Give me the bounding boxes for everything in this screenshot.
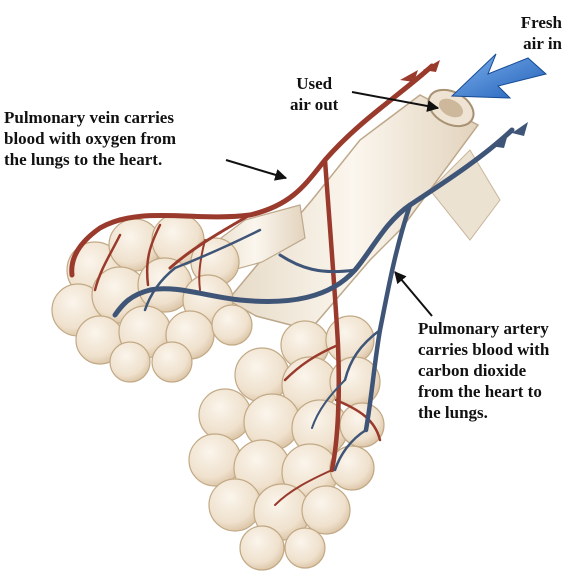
used-air-label-line: Used	[290, 73, 338, 94]
pulmonary-artery-label-line: the lungs.	[418, 402, 549, 423]
fresh-air-label: Fresh air in	[521, 12, 562, 54]
pulmonary-artery-label-line: Pulmonary artery	[418, 318, 549, 339]
pulmonary-vein-label-line: Pulmonary vein carries	[4, 107, 176, 128]
used-air-label-line: air out	[290, 94, 338, 115]
artery-pointer	[395, 272, 432, 316]
pulmonary-vein-label-line: blood with oxygen from	[4, 128, 176, 149]
fresh-air-label-line: air in	[521, 33, 562, 54]
fresh-air-arrow	[452, 54, 546, 98]
bronchiole	[205, 83, 480, 330]
used-air-label: Used air out	[290, 73, 338, 115]
pulmonary-artery-label: Pulmonary artery carries blood with carb…	[418, 318, 549, 423]
pulmonary-artery-label-line: from the heart to	[418, 381, 549, 402]
vein-pointer	[226, 160, 286, 178]
pulmonary-artery-label-line: carbon dioxide	[418, 360, 549, 381]
pulmonary-vein-label: Pulmonary vein carries blood with oxygen…	[4, 107, 176, 170]
pulmonary-vein-label-line: the lungs to the heart.	[4, 149, 176, 170]
fresh-air-label-line: Fresh	[521, 12, 562, 33]
pulmonary-artery-label-line: carries blood with	[418, 339, 549, 360]
